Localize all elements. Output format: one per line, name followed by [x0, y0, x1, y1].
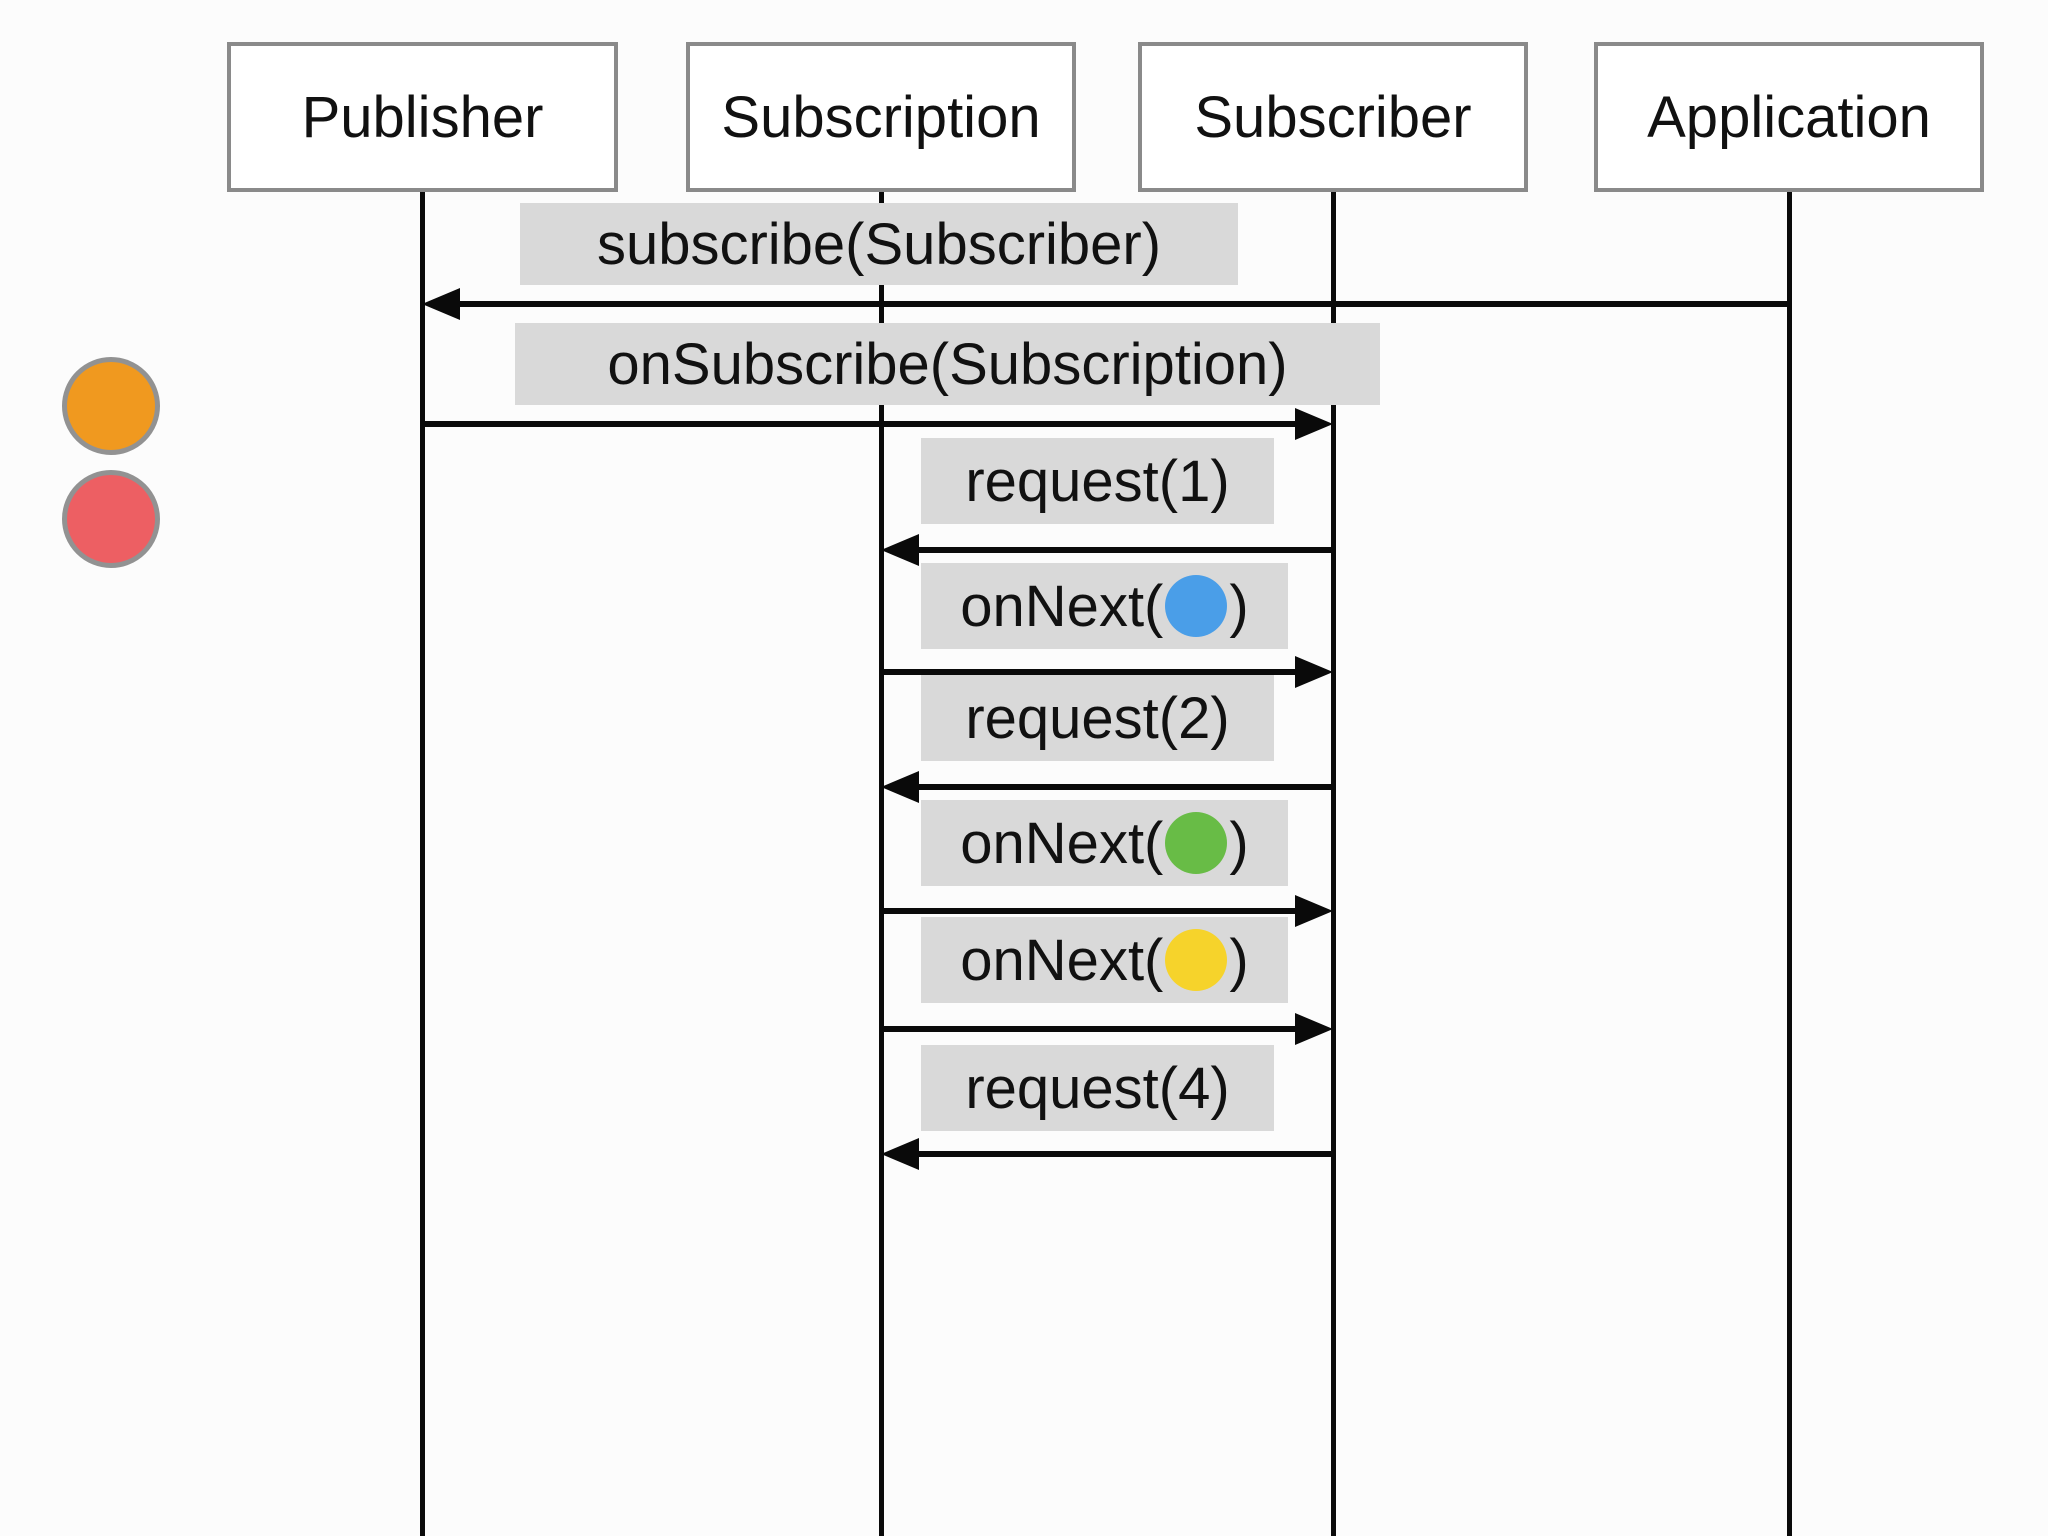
message-text: onSubscribe(Subscription) [607, 331, 1288, 397]
participant-box-subscription: Subscription [686, 42, 1076, 192]
message-text: ) [1229, 573, 1249, 639]
arrowhead-left-icon [881, 771, 919, 803]
lifeline-publisher [420, 192, 425, 1536]
message-label-request4: request(4) [921, 1045, 1274, 1131]
participant-label: Application [1647, 84, 1931, 150]
message-text: request(1) [965, 448, 1230, 514]
lifeline-subscription [879, 192, 884, 1536]
blue-item-icon [1165, 575, 1228, 637]
message-arrow-request2 [915, 784, 1333, 790]
message-label-onsubscribe: onSubscribe(Subscription) [515, 323, 1380, 405]
message-arrow-onsubscribe [422, 421, 1299, 427]
message-label-onnext-green: onNext( ) [921, 800, 1288, 886]
arrowhead-right-icon [1295, 1013, 1333, 1045]
lifeline-application [1787, 192, 1792, 1536]
participant-box-subscriber: Subscriber [1138, 42, 1528, 192]
participant-box-publisher: Publisher [227, 42, 618, 192]
message-text: subscribe(Subscriber) [596, 211, 1162, 277]
message-text: request(2) [965, 685, 1230, 751]
participant-label: Subscription [721, 84, 1041, 150]
message-text: onNext( [960, 573, 1164, 639]
green-item-icon [1165, 812, 1228, 874]
participant-box-application: Application [1594, 42, 1984, 192]
red-item-marker [62, 470, 160, 568]
yellow-item-icon [1165, 929, 1228, 991]
arrowhead-right-icon [1295, 408, 1333, 440]
message-arrow-request4 [915, 1151, 1333, 1157]
message-arrow-request1 [915, 547, 1333, 553]
arrowhead-right-icon [1295, 895, 1333, 927]
arrowhead-right-icon [1295, 656, 1333, 688]
message-label-request1: request(1) [921, 438, 1274, 524]
arrowhead-left-icon [422, 288, 460, 320]
message-arrow-onnext-blue [881, 669, 1299, 675]
arrowhead-left-icon [881, 1138, 919, 1170]
message-label-onnext-yellow: onNext( ) [921, 917, 1288, 1003]
message-text: request(4) [965, 1055, 1230, 1121]
message-label-subscribe: subscribe(Subscriber) [520, 203, 1238, 285]
message-text: onNext( [960, 927, 1164, 993]
message-arrow-subscribe [456, 301, 1789, 307]
message-text: onNext( [960, 810, 1164, 876]
message-label-onnext-blue: onNext( ) [921, 563, 1288, 649]
message-text: ) [1229, 810, 1249, 876]
lifeline-subscriber [1331, 192, 1336, 1536]
message-label-request2: request(2) [921, 675, 1274, 761]
orange-item-marker [62, 357, 160, 455]
participant-label: Publisher [301, 84, 544, 150]
message-text: ) [1229, 927, 1249, 993]
message-arrow-onnext-yellow [881, 1026, 1299, 1032]
arrowhead-left-icon [881, 534, 919, 566]
participant-label: Subscriber [1194, 84, 1472, 150]
message-arrow-onnext-green [881, 908, 1299, 914]
